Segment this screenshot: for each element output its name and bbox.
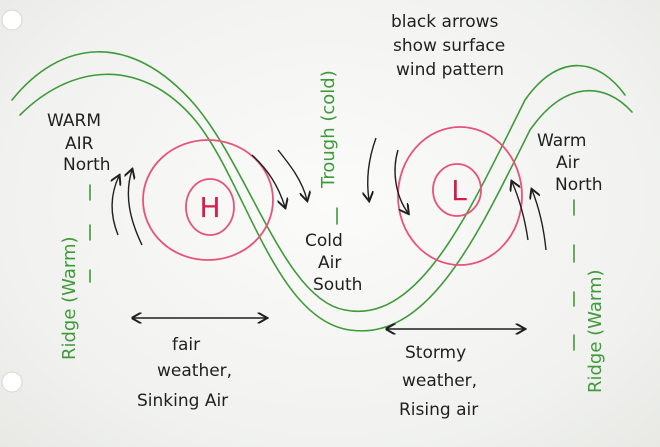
- note-line-3: wind pattern: [396, 60, 504, 80]
- wind-arrow: [532, 190, 547, 251]
- binder-hole-bottom: [1, 371, 23, 393]
- jet-stream-wave-inner: [19, 73, 633, 332]
- trough-label: Trough (cold): [318, 70, 339, 189]
- stormy-weather-line-1: Stormy: [405, 343, 466, 363]
- fair-weather-line-2: weather,: [157, 361, 232, 381]
- wind-arrow: [128, 170, 143, 246]
- binder-hole-top: [1, 9, 23, 31]
- note-line-1: black arrows: [391, 12, 499, 32]
- wind-arrow: [368, 137, 377, 200]
- wind-arrow: [112, 176, 119, 236]
- high-pressure-inner-ring: [185, 178, 235, 236]
- ridge-left-label: Ridge (Warm): [59, 237, 80, 361]
- ridge-right-label: Ridge (Warm): [585, 270, 606, 394]
- fair-weather-line-1: fair: [172, 335, 200, 355]
- cold-air-line-2: Air: [318, 253, 341, 273]
- note-line-2: show surface: [393, 36, 505, 56]
- warm-air-left-line-2: AIR: [65, 134, 94, 154]
- warm-air-right-line-2: Air: [556, 153, 579, 173]
- warm-air-right-line-3: North: [555, 175, 603, 195]
- stormy-weather-line-3: Rising air: [399, 400, 478, 420]
- low-pressure-outer-ring: [397, 126, 523, 266]
- high-pressure-outer-ring: [142, 139, 274, 261]
- cold-air-line-3: South: [313, 275, 362, 295]
- cold-air-line-1: Cold: [305, 231, 343, 251]
- wind-arrow: [394, 149, 408, 213]
- warm-air-left-line-1: WARM: [47, 111, 101, 131]
- low-pressure-label: L: [451, 174, 467, 207]
- warm-air-left-line-3: North: [63, 155, 111, 175]
- low-pressure-inner-ring: [432, 163, 482, 217]
- wind-arrow: [251, 154, 285, 207]
- stormy-weather-line-2: weather,: [402, 371, 477, 391]
- jet-stream-wave-outer: [11, 51, 626, 313]
- wind-arrow: [512, 182, 529, 241]
- wind-arrow: [277, 149, 307, 200]
- fair-weather-line-3: Sinking Air: [137, 391, 228, 411]
- high-pressure-label: H: [199, 191, 220, 224]
- warm-air-right-line-1: Warm: [537, 131, 586, 151]
